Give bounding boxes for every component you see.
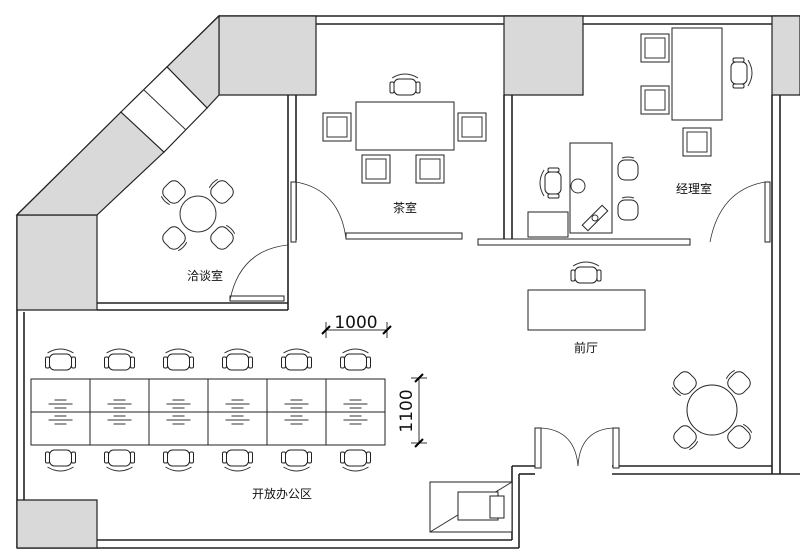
desk-cable-tray xyxy=(225,399,250,409)
open-office-furniture xyxy=(30,348,386,472)
office-chair xyxy=(104,449,135,472)
desk-cable-tray xyxy=(284,399,309,409)
lobby-furniture xyxy=(527,261,756,454)
label-lobby: 前厅 xyxy=(574,340,598,355)
desk-cable-tray xyxy=(48,399,73,409)
workstation-desk xyxy=(325,411,386,446)
tea-room-furniture xyxy=(322,73,487,184)
office-chair xyxy=(281,449,312,472)
workstation-desk xyxy=(266,411,327,446)
desk-cable-tray xyxy=(343,399,368,409)
desk-cable-tray xyxy=(107,415,132,425)
workstation-desk xyxy=(148,411,209,446)
dimension-depth: 1100 xyxy=(397,373,427,448)
label-open-office: 开放办公区 xyxy=(252,486,312,501)
office-chair xyxy=(222,449,253,472)
workstation-desk xyxy=(207,378,268,413)
negotiation-room-furniture xyxy=(157,175,239,255)
office-chair xyxy=(281,348,312,371)
label-manager-room: 经理室 xyxy=(676,181,712,196)
office-chair xyxy=(340,449,371,472)
workstation-desk xyxy=(89,378,150,413)
dimension-depth-label: 1100 xyxy=(397,389,417,432)
desk-cable-tray xyxy=(225,415,250,425)
desk-cable-tray xyxy=(284,415,309,425)
workstation-desk xyxy=(30,378,91,413)
workstation-desk xyxy=(89,411,150,446)
desk-cable-tray xyxy=(48,415,73,425)
label-negotiation-room: 洽谈室 xyxy=(187,268,223,283)
office-chair xyxy=(45,449,76,472)
office-chair xyxy=(45,348,76,371)
office-chair xyxy=(340,348,371,371)
desk-cable-tray xyxy=(166,399,191,409)
dimension-width-label: 1000 xyxy=(334,313,377,333)
interior-walls xyxy=(97,95,771,469)
door-swings xyxy=(229,181,766,467)
service-shaft xyxy=(429,481,513,533)
label-tea-room: 茶室 xyxy=(393,200,417,215)
desk-cable-tray xyxy=(107,399,132,409)
office-chair xyxy=(163,348,194,371)
workstation-desk xyxy=(30,411,91,446)
manager-room-furniture xyxy=(527,27,753,238)
desk-cable-tray xyxy=(343,415,368,425)
desk-cable-tray xyxy=(166,415,191,425)
office-chair xyxy=(222,348,253,371)
dimension-width: 1000 xyxy=(321,313,392,338)
office-chair xyxy=(163,449,194,472)
office-chair xyxy=(104,348,135,371)
workstation-desk xyxy=(148,378,209,413)
workstation-desk xyxy=(207,411,268,446)
workstation-desk xyxy=(266,378,327,413)
structural-columns xyxy=(15,14,800,549)
workstation-desk xyxy=(325,378,386,413)
